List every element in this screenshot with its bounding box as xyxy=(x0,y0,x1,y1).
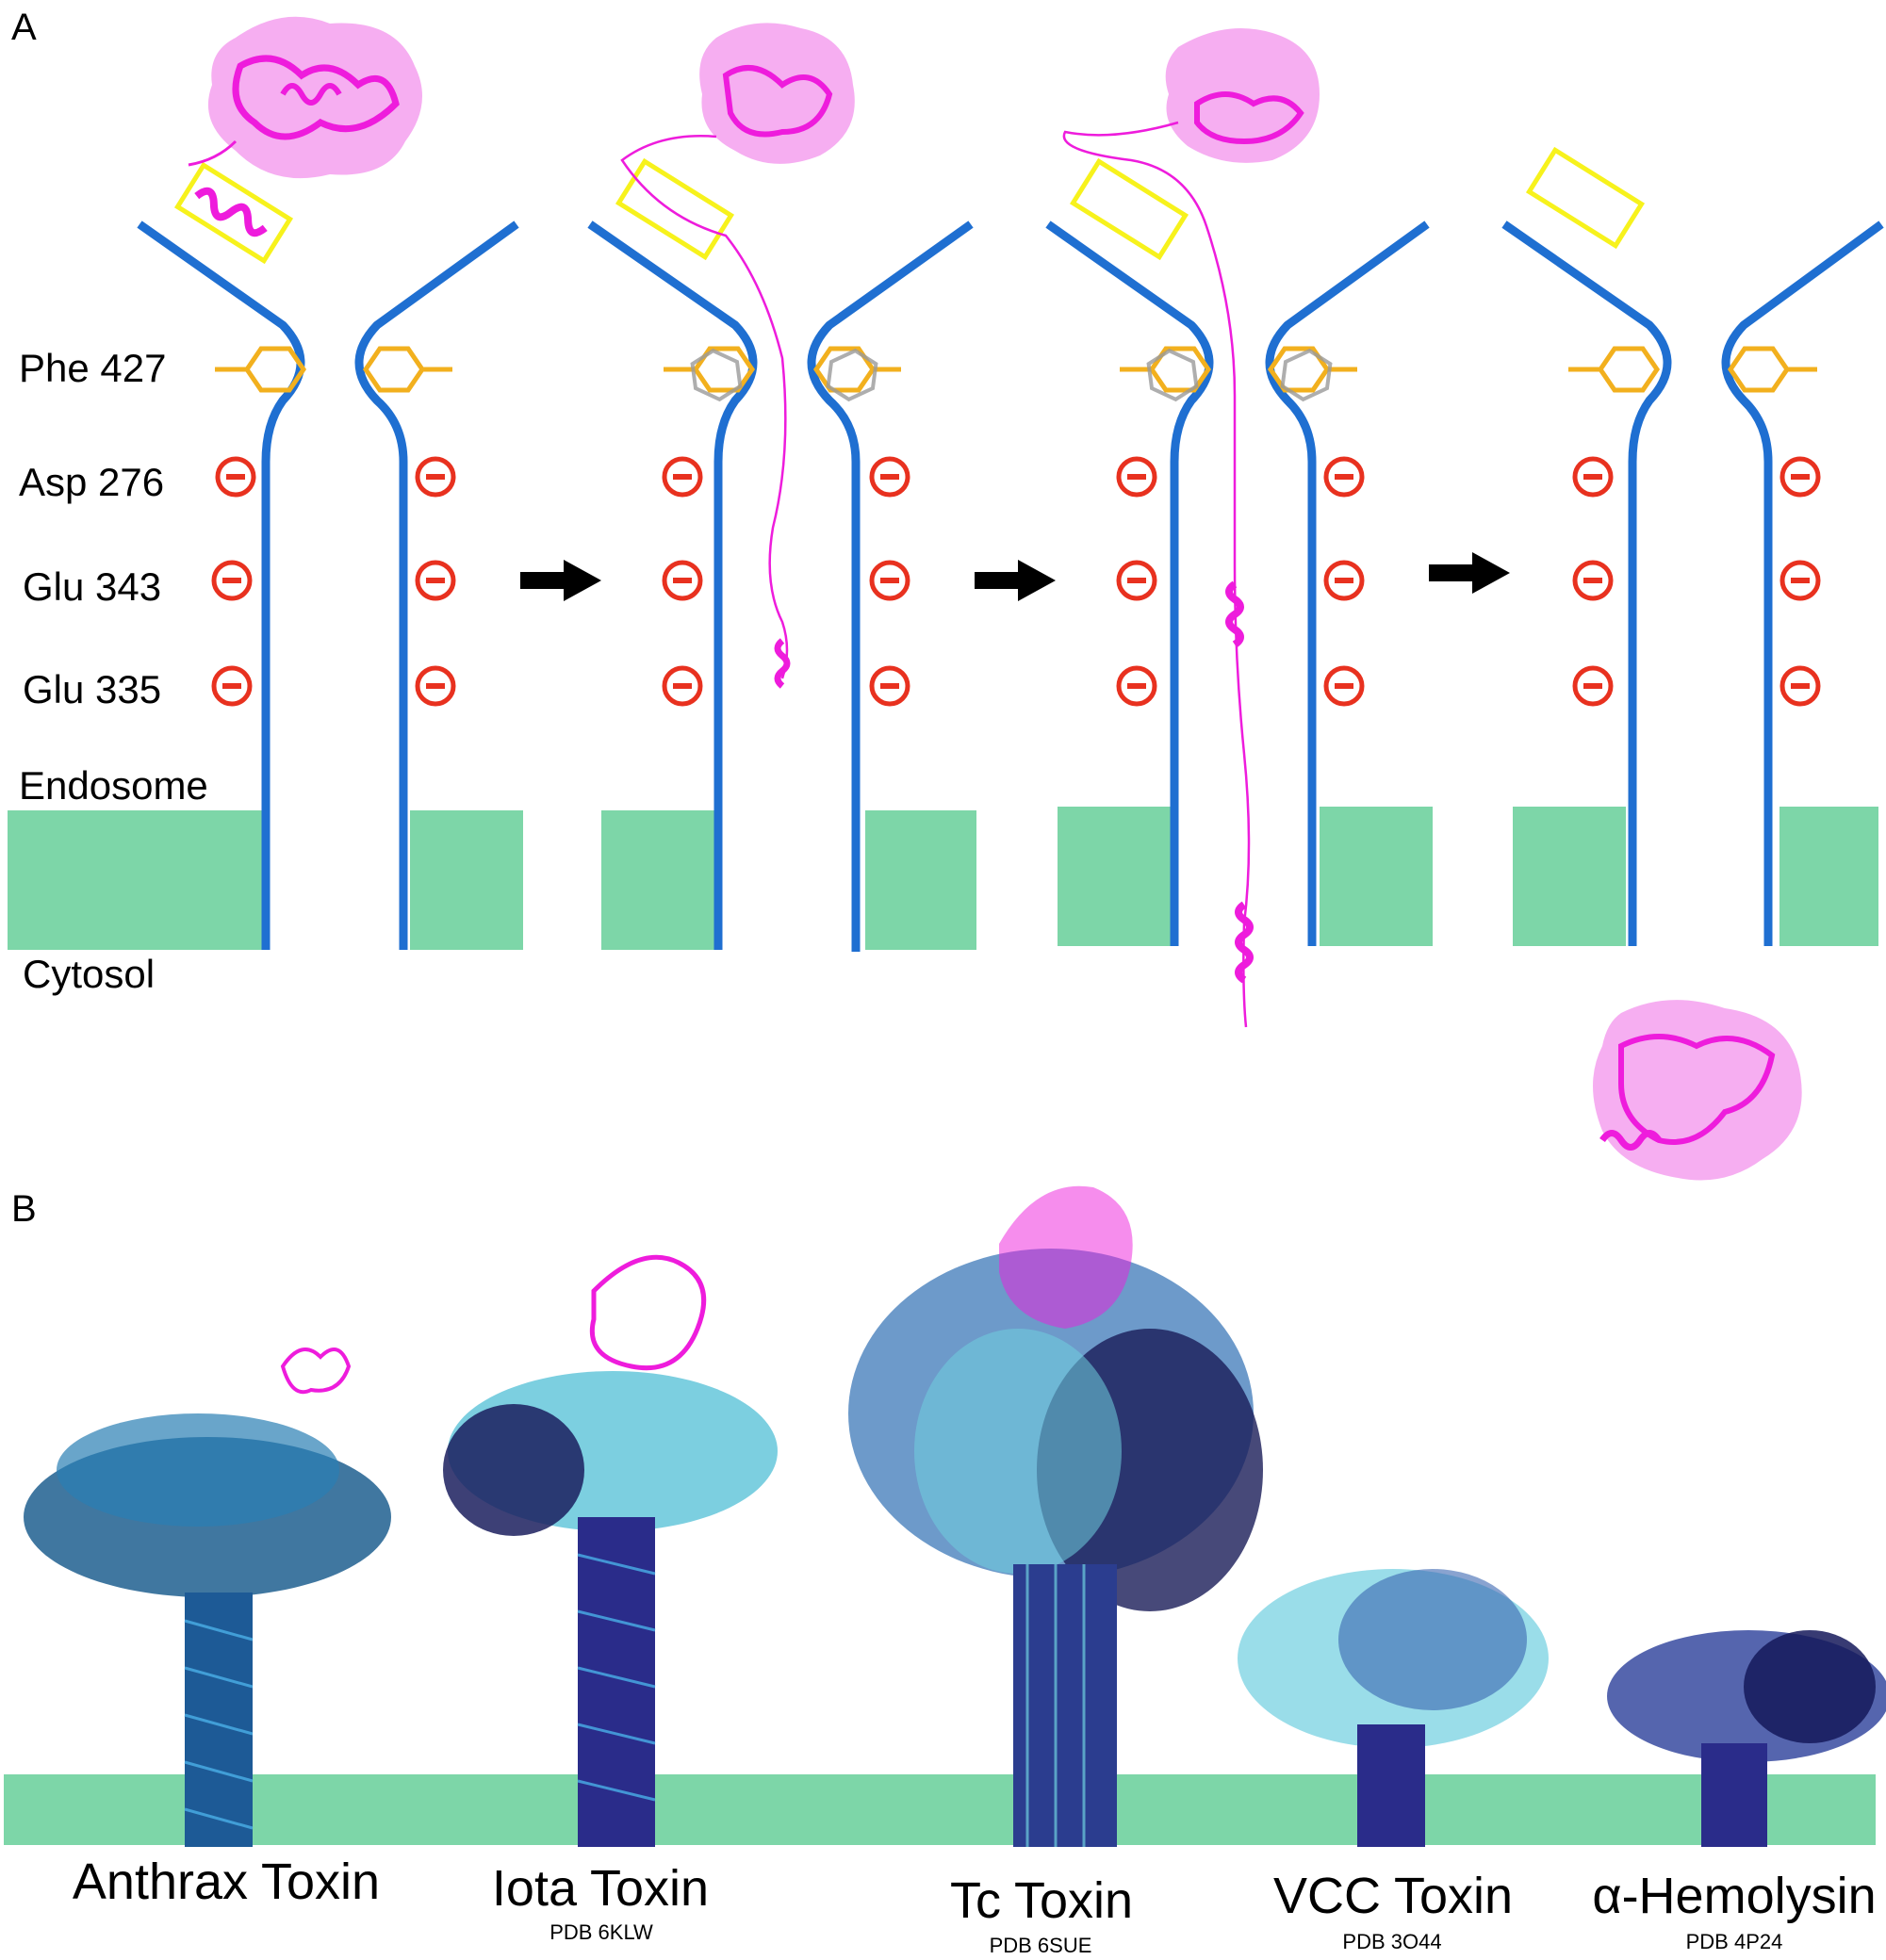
cargo-protein-stage-1 xyxy=(188,16,422,237)
residue-label-phe427: Phe 427 xyxy=(19,346,166,390)
toxin-pdb-vcc: PDB 3O44 xyxy=(1342,1930,1441,1953)
structure-iota-toxin xyxy=(443,1254,778,1847)
toxin-pdb-alpha-hemolysin: PDB 4P24 xyxy=(1686,1930,1783,1953)
structure-vcc-toxin xyxy=(1238,1569,1549,1847)
binding-site-box xyxy=(173,146,1646,265)
toxin-name-iota: Iota Toxin xyxy=(492,1860,709,1917)
toxin-name-tc: Tc Toxin xyxy=(950,1872,1133,1929)
endosome-membrane xyxy=(8,807,1878,950)
cytosol-label: Cytosol xyxy=(23,952,155,996)
phenylalanine-alt-conformation-icon xyxy=(690,348,1333,402)
channel-stage-4 xyxy=(1501,220,1884,946)
panel-a-label: A xyxy=(11,7,37,48)
endosome-label: Endosome xyxy=(19,763,208,808)
toxin-pdb-iota: PDB 6KLW xyxy=(549,1920,653,1944)
toxin-name-alpha-hemolysin: α-Hemolysin xyxy=(1592,1868,1876,1924)
panel-b-label: B xyxy=(11,1188,37,1230)
structure-tc-toxin xyxy=(848,1185,1263,1847)
channel-stage-1 xyxy=(137,220,519,950)
arrow-right-icon xyxy=(520,552,1510,601)
panel-b-membrane xyxy=(4,1774,1876,1845)
residue-label-asp276: Asp 276 xyxy=(19,460,164,504)
channel-stage-2 xyxy=(587,220,974,952)
residue-label-glu335: Glu 335 xyxy=(23,667,161,711)
toxin-pdb-tc: PDB 6SUE xyxy=(990,1934,1092,1957)
cargo-protein-stage-2 xyxy=(620,23,855,689)
structure-anthrax-toxin xyxy=(24,1348,391,1847)
structure-alpha-hemolysin xyxy=(1607,1630,1886,1847)
residue-label-glu343: Glu 343 xyxy=(23,564,161,609)
cargo-protein-cytosol xyxy=(1593,1000,1802,1181)
toxin-name-anthrax: Anthrax Toxin xyxy=(73,1854,380,1910)
cargo-protein-stage-3 xyxy=(1062,28,1320,1028)
negative-charges xyxy=(211,456,1821,707)
channel-stage-3 xyxy=(1045,220,1430,946)
toxin-name-vcc: VCC Toxin xyxy=(1273,1868,1513,1924)
phenylalanine-ring-icon xyxy=(215,346,1817,393)
